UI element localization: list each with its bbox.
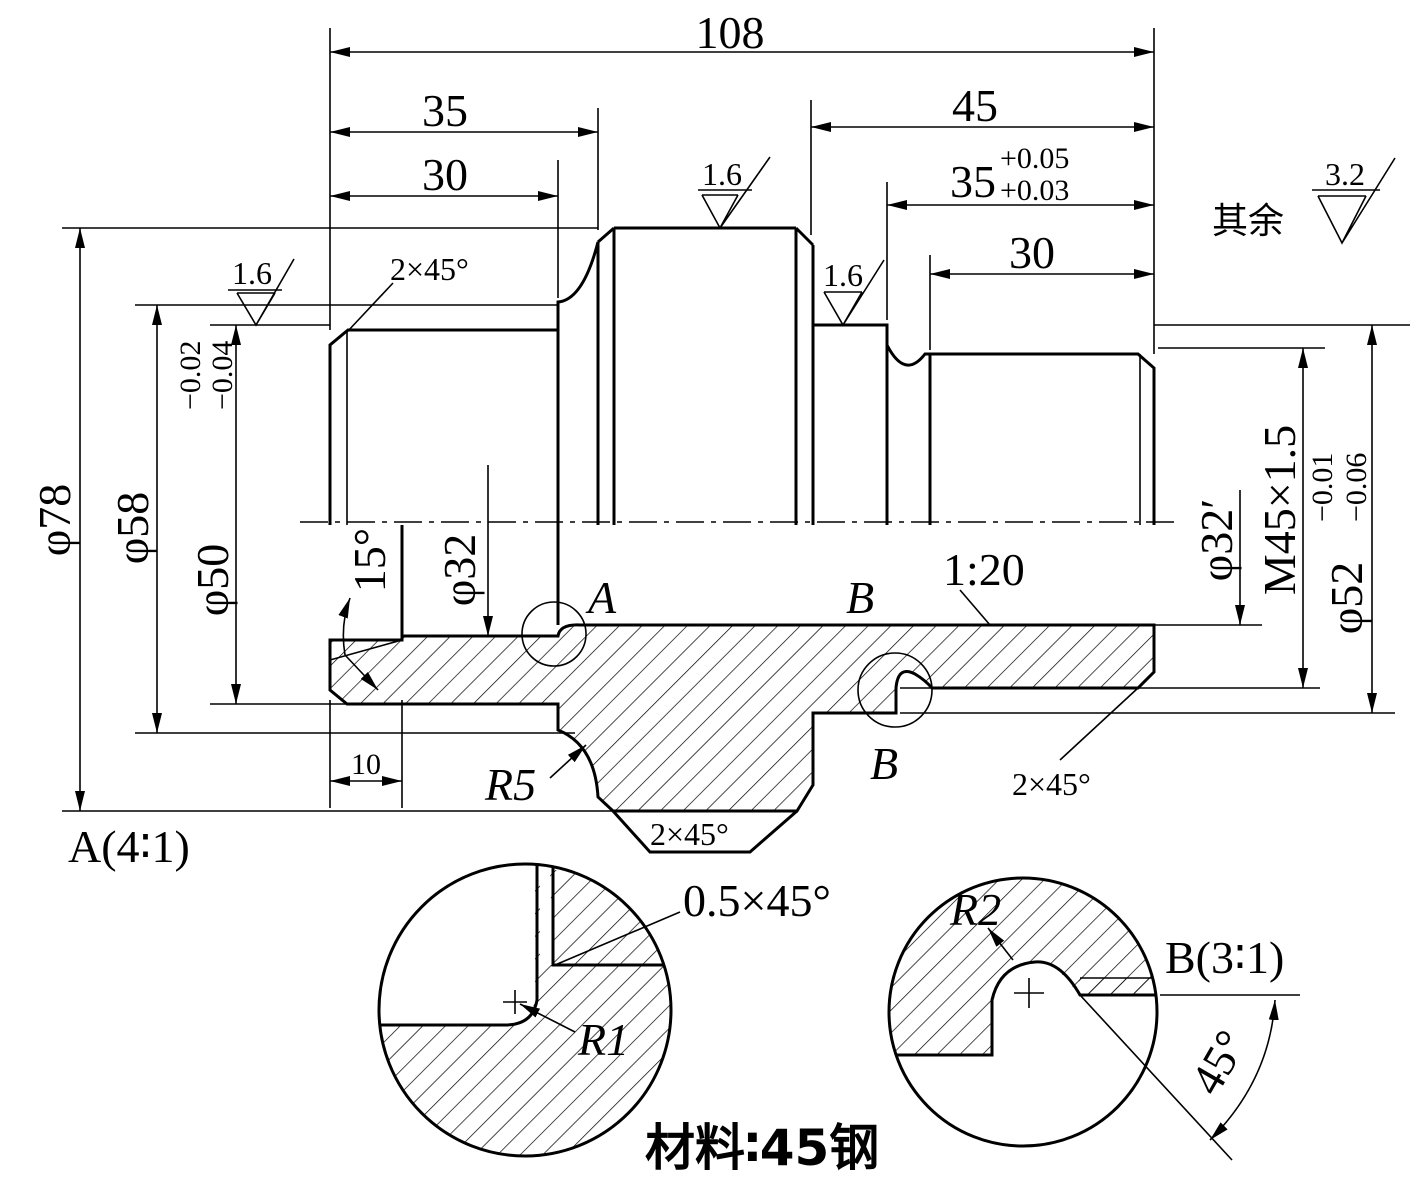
radius-r5: R5 [484,759,536,810]
dim-phi78: φ78 [29,484,80,557]
detail-a-marker: A [585,572,617,623]
chamfer-right-leader [1059,687,1139,761]
dim-10: 10 [351,748,381,781]
detail-a-circle [521,601,587,667]
dim-phi32-right: φ32′ [1191,499,1242,582]
main-view-notes: 2×45° 2×45° 2×45° R5 1:20 A B B A(4∶1) [68,251,1091,872]
angle-45-label: 45° [1180,1022,1256,1103]
vertical-dimension-text-right: φ32′ M45×1.5 φ52 −0.01 −0.06 [1191,425,1373,634]
detail-b-scale-label: B(3∶1) [1165,932,1284,983]
vertical-dimensions-right [1154,324,1410,713]
dim-35-right: 35 [950,156,996,207]
roughness-right-step-value: 1.6 [823,257,863,293]
dim-phi50-upper-tol: −0.02 [174,341,207,410]
detail-a-scale-label: A(4∶1) [68,821,190,872]
dim-thread: M45×1.5 [1254,425,1305,595]
vertical-dimension-text-left: φ78 φ58 φ50 −0.02 −0.04 φ32 [29,341,485,617]
dim-phi52-lower-tol: −0.06 [1340,453,1373,522]
dim-phi58: φ58 [107,492,158,565]
detail-b-marker-bottom: B [870,738,898,789]
roughness-left: 1.6 [228,255,295,327]
dim-45-right: 45 [952,80,998,131]
roughness-other: 其余 3.2 [1212,156,1396,245]
dim-35-lower-tol: +0.03 [1000,174,1069,207]
detail-b-circle [857,652,933,728]
radius-r2: R2 [949,884,1001,935]
chamfer-bottom-label: 2×45° [650,816,729,852]
dim-30-right: 30 [1009,227,1055,278]
dim-phi52: φ52 [1321,562,1372,635]
material-note: 材料∶45钢 [645,1119,879,1177]
angle-15-annotation: 15° [338,528,395,691]
roughness-left-value: 1.6 [232,255,272,291]
dim-108: 108 [696,7,765,58]
roughness-top-mid: 1.6 [698,156,771,230]
roughness-top-mid-value: 1.6 [702,156,742,192]
roughness-other-value: 3.2 [1325,156,1365,192]
detail-b-view: R2 45° B(3∶1) [887,876,1300,1161]
horizontal-dimension-text: 108 35 30 45 35 +0.05 +0.03 30 10 [351,7,1069,781]
taper-leader [959,589,991,626]
vertical-dimensions-left [62,227,613,812]
chamfer-detail-label: 0.5×45° [683,875,831,926]
taper-ratio: 1:20 [943,544,1025,595]
roughness-right-step: 1.6 [823,257,885,327]
dim-phi50: φ50 [187,544,238,617]
chamfer-left-label: 2×45° [390,251,469,287]
chamfer-right-label: 2×45° [1012,766,1091,802]
dim-35-left: 35 [422,85,468,136]
dim-30-left: 30 [422,149,468,200]
detail-b-marker-top: B [846,572,874,623]
dim-phi32-left: φ32 [434,534,485,607]
upper-outline [328,226,1156,625]
detail-a-view: 0.5×45° R1 [377,862,831,1158]
dim-angle-15: 15° [344,528,395,592]
dim-phi52-upper-tol: −0.01 [1306,453,1339,522]
dim-35-upper-tol: +0.05 [1000,142,1069,175]
dim-phi50-lower-tol: −0.04 [206,341,239,410]
roughness-other-label: 其余 [1212,201,1284,242]
bottom-chamfer-outline [611,809,798,854]
radius-r1: R1 [577,1014,629,1065]
horizontal-dimensions [329,28,1155,808]
